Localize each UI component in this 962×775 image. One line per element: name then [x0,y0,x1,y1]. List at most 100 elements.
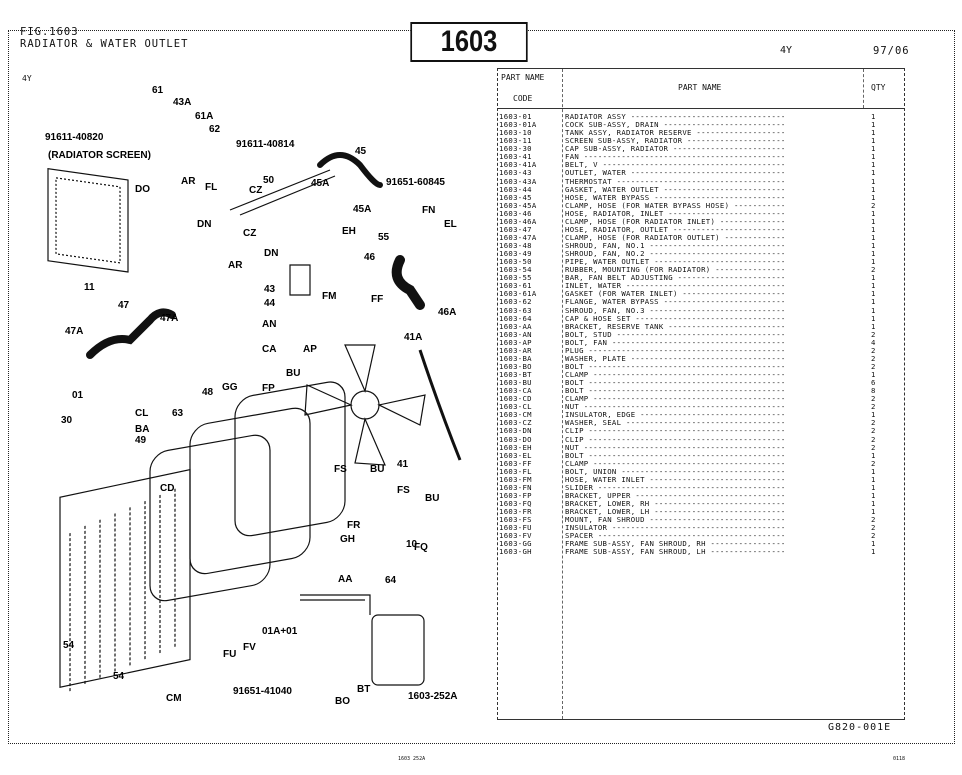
callout-label: 1603-252A [408,691,457,702]
part-name: HOSE, RADIATOR, OUTLET -----------------… [565,225,786,234]
part-name: WASHER, SEAL ---------------------------… [565,419,786,427]
leader-dashes: ---------------------------- [654,257,786,267]
part-qty: 1 [871,273,876,283]
part-qty: 1 [871,208,876,218]
leader-dashes: ----------------------------------------… [588,345,786,355]
part-name-text: SPACER [565,531,594,541]
part-code: 1603-BU [499,378,532,388]
part-qty: 1 [871,410,876,420]
part-code: 1603-AR [499,345,532,355]
column-divider [863,69,864,108]
part-name-text: PLUG [565,345,584,355]
table-row: 1603-BT CLAMP ---------------------------… [498,371,904,379]
part-code: 1603-BT [499,370,532,379]
leader-dashes: -------------- [719,216,786,226]
part-name: BOLT, UNION ----------------------------… [565,467,786,476]
diagram-model-note: 4Y [22,74,32,83]
callout-label: FM [322,291,336,302]
part-qty: 1 [871,112,876,121]
scan-reference: 1603 252A [398,756,426,762]
callout-label: AN [262,319,276,330]
callout-label: 48 [202,387,214,398]
callout-label: FR [347,520,361,531]
leader-dashes: ----------------------------- [649,305,786,315]
part-code: 1603-FF [499,458,532,468]
part-name: BOLT -----------------------------------… [565,379,786,387]
part-name-text: BAR, FAN BELT ADJUSTING [565,273,673,283]
figure-number: FIG.1603 [20,26,79,38]
part-name: FRAME SUB-ASSY, FAN SHROUD, RH ---------… [565,540,786,548]
part-name-text: SLIDER [565,482,594,492]
leader-dashes: --------------------------------- [630,112,786,121]
leader-dashes: -------------------------------- [635,490,786,500]
part-code: 1603-11 [499,136,532,146]
part-name-text: RUBBER, MOUNTING (FOR RADIATOR) [565,265,711,275]
callout-label: FP [262,383,275,394]
callout-label: 63 [172,408,184,419]
callout-label: CZ [249,185,262,196]
part-name-text: BRACKET, RESERVE TANK [565,321,664,331]
callout-label: FS [334,464,347,475]
part-code: 1603-46A [499,216,537,226]
part-name: HOSE, WATER INLET ----------------------… [565,475,786,484]
leader-dashes: ---------------- [710,547,786,557]
leader-dashes: ----------------------------------------… [593,370,786,379]
callout-label: AR [228,260,243,271]
callout-label: BA [135,424,149,435]
part-name-text: CLAMP, HOSE (FOR WATER BYPASS HOSE) [565,200,730,210]
part-name: NUT ------------------------------------… [565,403,786,411]
part-code: 1603-01 [499,112,532,121]
part-code: 1603-41 [499,152,532,162]
date-label: 97/06 [873,45,910,57]
callout-labels: 6143A91611-4082061A6291611-40814(RADIATO… [45,85,457,707]
callout-label: CM [166,693,182,704]
part-name: GASKET (FOR WATER INLET) ---------------… [565,290,786,298]
part-name: INLET, WATER ---------------------------… [565,282,786,290]
part-name-text: FRAME SUB-ASSY, FAN SHROUD, LH [565,547,706,557]
callout-label: EH [342,226,356,237]
callout-label: CZ [243,228,256,239]
part-name-text: CLAMP [565,370,589,379]
part-qty: 1 [871,176,876,186]
part-name-text: BRACKET, LOWER, LH [565,507,650,517]
part-qty: 2 [871,442,876,452]
callout-label: FN [422,205,435,216]
part-qty: 1 [871,257,876,267]
leader-dashes: ---------------------------- [654,499,786,508]
leader-dashes: --------------------------------------- [602,160,786,170]
part-qty: 1 [871,232,876,242]
callout-label: FS [397,485,410,496]
callout-label: 64 [385,575,397,586]
leader-dashes: ------------------------- [668,208,786,218]
part-name: BRACKET, LOWER, LH ---------------------… [565,508,786,516]
callout-label: 47 [118,300,130,311]
header-part-name: PART NAME [678,83,722,92]
part-qty: 2 [871,394,876,404]
part-name-text: WASHER, SEAL [565,418,622,428]
part-name-text: CLIP [565,426,584,436]
part-qty: 1 [871,466,876,476]
callout-label: 01 [72,390,84,401]
part-qty: 2 [871,265,876,275]
part-name: BRACKET, RESERVE TANK ------------------… [565,321,786,331]
part-qty: 2 [871,434,876,444]
part-qty: 1 [871,128,876,138]
part-name: SCREEN SUB-ASSY, RADIATOR --------------… [565,137,786,145]
part-qty: 2 [871,458,876,468]
leader-dashes: ------------------------ [672,144,786,154]
leader-dashes: ---------------------------------- [626,281,786,291]
header-code-line2: CODE [513,94,533,103]
part-code: 1603-FM [499,474,532,484]
